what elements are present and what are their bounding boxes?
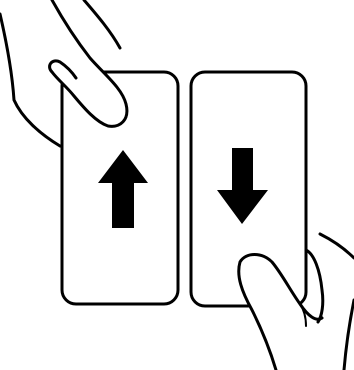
top-hand-back-edge [84,0,120,48]
bottom-hand-wrist-edge [320,234,354,258]
top-hand-outline [0,14,60,146]
bottom-hand-palm [306,250,323,322]
bottom-hand-finger [239,255,322,370]
bottom-hand-outer-edge [344,300,354,370]
